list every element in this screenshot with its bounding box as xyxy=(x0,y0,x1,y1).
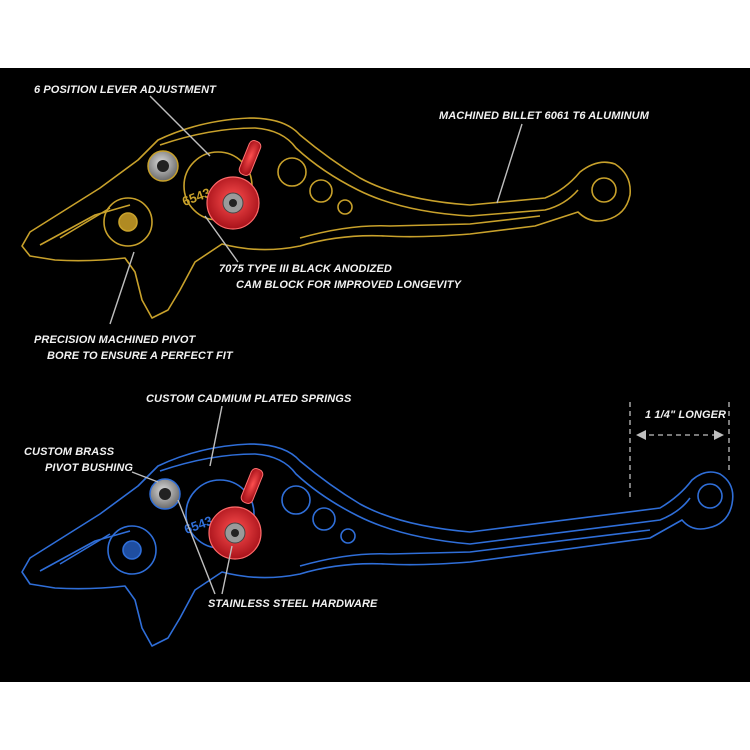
blue-lever xyxy=(21,443,734,647)
callout-hardware-line-a xyxy=(177,499,216,595)
top-callout-lines xyxy=(109,95,523,325)
gold-pivot-bushing-center xyxy=(157,160,169,172)
longer-dimension xyxy=(629,402,730,500)
blue-pivot-bore-inner xyxy=(122,540,142,560)
label-cam-block-line2: CAM BLOCK FOR IMPROVED LONGEVITY xyxy=(236,279,463,291)
label-pivot-bore-line1: PRECISION MACHINED PIVOT xyxy=(34,334,196,346)
callout-pivot-line xyxy=(109,251,135,325)
dimension-arrow-right-icon xyxy=(714,430,724,440)
label-brass-bushing-line2: PIVOT BUSHING xyxy=(45,462,133,474)
blue-hole-large xyxy=(281,485,311,515)
label-longer-dimension: 1 1/4" LONGER xyxy=(645,409,726,421)
callout-springs-line xyxy=(209,405,223,467)
gold-lever-body xyxy=(21,117,632,319)
blue-lever-blade-line xyxy=(299,529,651,567)
callout-material-line xyxy=(496,123,523,204)
label-billet-aluminum: MACHINED BILLET 6061 T6 ALUMINUM xyxy=(439,110,650,122)
blue-adjuster-knob xyxy=(240,468,264,504)
callout-bushing-line xyxy=(131,471,159,483)
blue-hole-medium xyxy=(312,507,336,531)
blue-cam-hardware-center xyxy=(231,529,239,537)
gold-lever xyxy=(21,117,632,319)
blue-lever-bevel xyxy=(39,530,131,572)
gold-cam-hardware-center xyxy=(229,199,237,207)
blue-lever-ridge xyxy=(159,453,691,545)
gold-lever-ridge xyxy=(159,127,579,217)
gold-pivot-bore-inner xyxy=(118,212,138,232)
blue-pivot-bore xyxy=(107,525,157,575)
label-brass-bushing-line1: CUSTOM BRASS xyxy=(24,446,115,458)
gold-hole-large xyxy=(277,157,307,187)
gold-lever-blade-line xyxy=(299,215,541,239)
gold-end-hole xyxy=(591,177,617,203)
bottom-callout-lines xyxy=(131,405,233,595)
label-stainless-hardware: STAINLESS STEEL HARDWARE xyxy=(208,598,378,610)
gold-lever-bevel xyxy=(39,204,131,246)
gold-hole-medium xyxy=(309,179,333,203)
label-cadmium-springs: CUSTOM CADMIUM PLATED SPRINGS xyxy=(146,393,352,405)
label-cam-block-line1: 7075 TYPE III BLACK ANODIZED xyxy=(219,263,392,275)
blue-lever-body xyxy=(21,443,734,647)
gold-adjuster-knob xyxy=(238,140,262,176)
callout-cam-line xyxy=(204,215,239,263)
dimension-arrow-left-icon xyxy=(636,430,646,440)
callout-hardware-line-b xyxy=(221,545,233,595)
gold-pivot-bore xyxy=(103,197,153,247)
callout-adjustment-line xyxy=(149,95,211,157)
blue-pivot-bushing-center xyxy=(159,488,171,500)
label-lever-adjustment: 6 POSITION LEVER ADJUSTMENT xyxy=(34,84,217,96)
label-pivot-bore-line2: BORE TO ENSURE A PERFECT FIT xyxy=(47,350,234,362)
blue-end-hole xyxy=(697,483,723,509)
gold-hole-small xyxy=(337,199,353,215)
blue-hole-small xyxy=(340,528,356,544)
